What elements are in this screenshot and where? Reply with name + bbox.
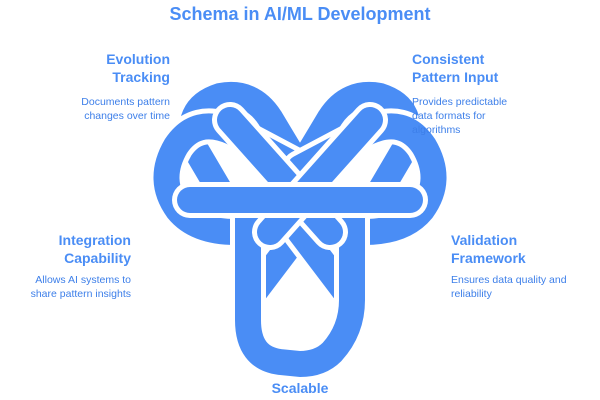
- node-title-consistent: Consistent Pattern Input: [412, 50, 572, 86]
- node-title-integration: Integration Capability: [10, 231, 131, 267]
- node-title-validation: Validation Framework: [451, 231, 596, 267]
- node-desc-consistent: Provides predictable data formats for al…: [412, 95, 572, 137]
- node-desc-integration: Allows AI systems to share pattern insig…: [10, 273, 131, 301]
- node-desc-evolution: Documents pattern changes over time: [40, 95, 170, 123]
- node-title-scalable: Scalable: [240, 379, 360, 397]
- node-desc-validation: Ensures data quality and reliability: [451, 273, 596, 301]
- node-title-evolution: Evolution Tracking: [40, 50, 170, 86]
